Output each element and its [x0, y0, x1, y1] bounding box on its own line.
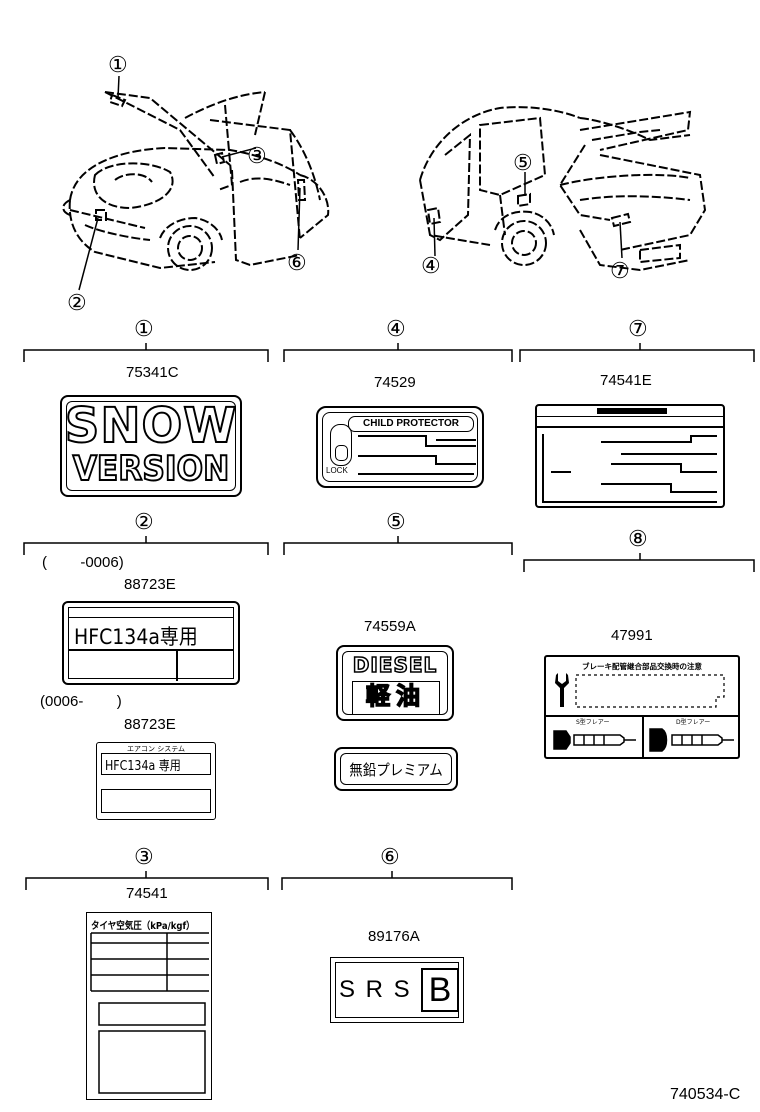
- tire-pressure-header: タイヤ空気圧（kPa/kgf）: [91, 921, 195, 932]
- section-marker-2: ②: [134, 509, 155, 534]
- diagram-code: 740534-C: [670, 1086, 741, 1103]
- callout-4: ④: [421, 253, 442, 278]
- label-74541e: [535, 404, 725, 508]
- s-flare-text: S型フレアー: [576, 719, 610, 726]
- srs-text: S R S: [339, 976, 412, 1003]
- snow-text: SNOW: [64, 398, 238, 454]
- part-number-89176a: 89176A: [368, 928, 420, 945]
- snow-version-label: SNOW VERSION: [60, 395, 242, 497]
- section-marker-5: ⑤: [386, 509, 407, 534]
- part-number-74541: 74541: [126, 885, 168, 902]
- srs-b-box: B: [421, 968, 459, 1012]
- part-number-47991: 47991: [611, 627, 653, 644]
- lock-text: LOCK: [326, 466, 348, 475]
- section-marker-3: ③: [134, 844, 155, 869]
- diesel-kanji-text: 軽油: [365, 681, 426, 711]
- version-text: VERSION: [72, 448, 230, 490]
- lock-switch-icon: [330, 424, 352, 466]
- d-flare-icon: [649, 728, 734, 752]
- brake-caution-label: ブレーキ配管継合部品交換時の注意 S型フレアー D型フレアー: [544, 655, 740, 759]
- aircon-system-text: エアコン システム: [126, 745, 185, 753]
- protector-text-lines: [358, 435, 476, 475]
- hfc134a-label-b: エアコン システム HFC134a 専用: [96, 742, 216, 820]
- hfc134a-text-a: HFC134a専用: [74, 625, 198, 649]
- part-number-88723e-a: 88723E: [124, 576, 176, 593]
- callout-3: ③: [247, 143, 268, 168]
- premium-unleaded-text: 無鉛プレミアム: [349, 761, 443, 779]
- tire-pressure-grid: [90, 932, 209, 1094]
- brake-caution-header: ブレーキ配管継合部品交換時の注意: [582, 662, 702, 671]
- brake-text-lines: [575, 674, 725, 708]
- callout-2: ②: [67, 290, 88, 315]
- range-after-0006: (0006- ): [40, 693, 122, 710]
- child-protector-label: CHILD PROTECTOR LOCK: [316, 406, 484, 488]
- hfc134a-text-b: HFC134a 専用: [105, 759, 181, 774]
- part-number-88723e-b: 88723E: [124, 716, 176, 733]
- diesel-label: DIESEL 軽油: [336, 645, 454, 721]
- part-number-74541e: 74541E: [600, 372, 652, 389]
- callout-7: ⑦: [610, 258, 631, 283]
- callout-5: ⑤: [513, 150, 534, 175]
- section-marker-1: ①: [134, 316, 155, 341]
- section-marker-6: ⑥: [380, 844, 401, 869]
- label-74541e-lines: [542, 434, 717, 503]
- section-marker-4: ④: [386, 316, 407, 341]
- callout-6: ⑥: [287, 250, 308, 275]
- part-number-74559a: 74559A: [364, 618, 416, 635]
- hfc134a-label-a: HFC134a専用: [62, 601, 240, 685]
- premium-unleaded-label: 無鉛プレミアム: [334, 747, 458, 791]
- part-number-74529: 74529: [374, 374, 416, 391]
- srs-label: S R S B: [330, 957, 464, 1023]
- tire-pressure-label: タイヤ空気圧（kPa/kgf）: [86, 912, 212, 1100]
- section-marker-7: ⑦: [628, 316, 649, 341]
- diesel-text: DIESEL: [352, 652, 438, 678]
- range-before-0006: ( -0006): [42, 554, 124, 571]
- part-number-75341c: 75341C: [126, 364, 179, 381]
- child-protector-header: CHILD PROTECTOR: [348, 416, 474, 432]
- s-flare-icon: [553, 730, 636, 750]
- wrench-icon: [555, 673, 569, 707]
- callout-1: ①: [108, 52, 129, 77]
- section-marker-8: ⑧: [628, 526, 649, 551]
- d-flare-text: D型フレアー: [676, 719, 711, 726]
